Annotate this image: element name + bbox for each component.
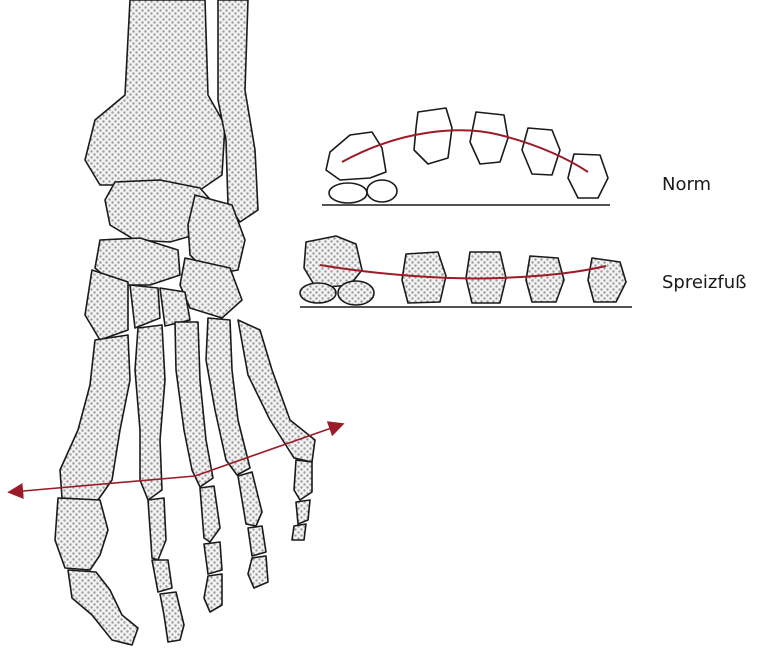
toe5-proximal [294,460,312,500]
metatarsal-2 [135,325,165,500]
spreiz-section [300,236,632,307]
spreiz-bone-1 [304,236,362,288]
spreizfuss-label: Spreizfuß [662,272,746,293]
toe3-distal [204,574,222,612]
norm-bone-2 [414,108,452,164]
spreiz-sesamoid-1 [300,283,336,303]
toe5-middle [296,500,310,524]
cuneiform-medial [85,270,128,340]
metatarsal-1 [60,335,130,500]
foot-skeleton [55,0,315,645]
norm-bone-5 [568,154,608,198]
norm-sesamoid-2 [367,180,397,202]
toe2-distal [160,592,184,642]
norm-label: Norm [662,174,711,195]
norm-bone-1 [326,132,386,180]
toe2-proximal [148,498,166,560]
toe3-middle [204,542,222,574]
toe4-distal [248,556,268,588]
hallux-proximal [55,498,108,570]
norm-section [322,108,610,205]
splay-arrow-right [195,425,340,476]
cuneiform-intermediate [130,285,160,328]
norm-bone-3 [470,112,508,164]
toe3-proximal [200,486,220,542]
metatarsal-5 [238,320,315,462]
spreiz-bone-4 [526,256,564,302]
spreiz-bone-5 [588,258,626,302]
norm-sesamoid-1 [329,183,367,203]
toe4-middle [248,526,266,556]
tibia [85,0,225,190]
toe4-proximal [238,472,262,526]
norm-bone-4 [522,128,560,175]
cuneiform-lateral [160,288,190,326]
toe5-distal [292,524,306,540]
fibula [218,0,258,222]
hallux-distal [68,570,138,645]
spreiz-sesamoid-2 [338,281,374,305]
toe2-middle [152,560,172,592]
